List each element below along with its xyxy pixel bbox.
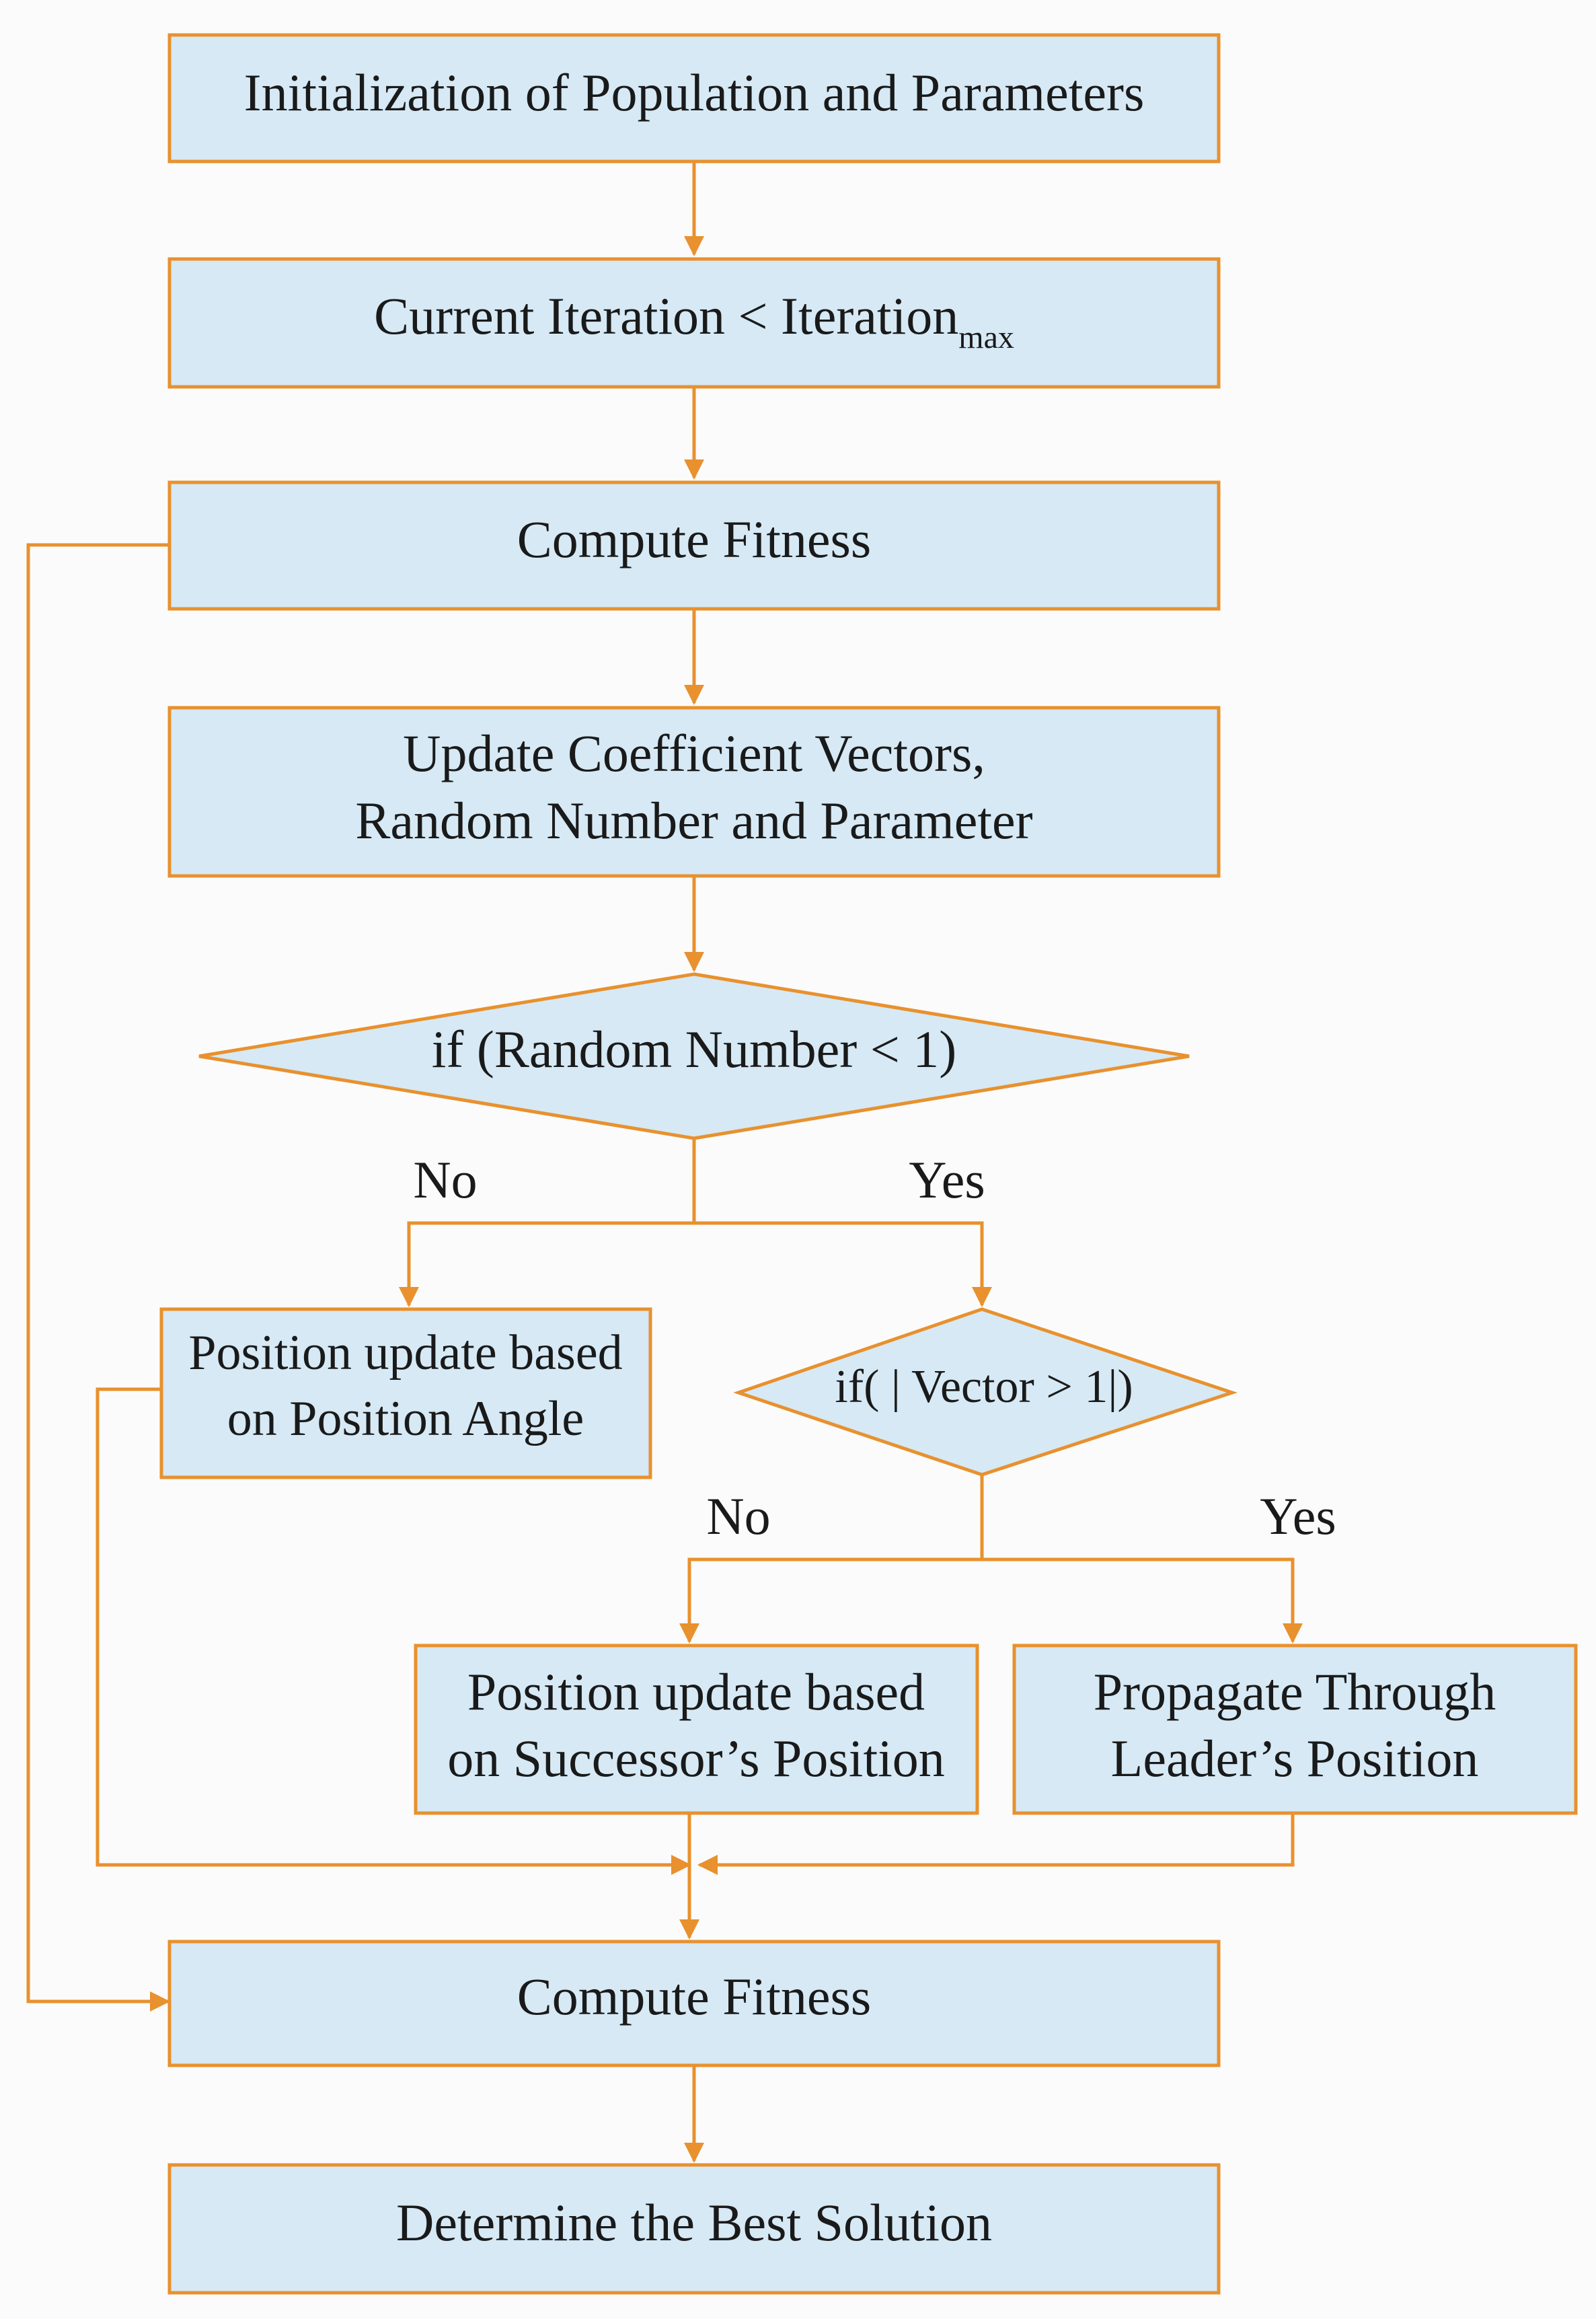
node-update-box — [167, 706, 1221, 878]
node-leader-line2: Leader’s Position — [1111, 1729, 1479, 1788]
edge-label-vector-yes: Yes — [1260, 1487, 1336, 1545]
node-init: Initialization of Population and Paramet… — [167, 33, 1221, 163]
node-decision-vector: if( | Vector > 1|) — [733, 1307, 1238, 1477]
node-successor-line2: on Successor’s Position — [447, 1729, 945, 1788]
node-init-label: Initialization of Population and Paramet… — [244, 63, 1145, 122]
arrow-leader-to-merge — [697, 1813, 1295, 1875]
node-angle-line1: Position update based — [188, 1325, 622, 1381]
node-iteration-box — [167, 257, 1221, 389]
node-decision-random-diamond — [198, 972, 1190, 1140]
node-update: Update Coefficient Vectors, Random Numbe… — [167, 706, 1221, 878]
node-successor-update: Position update based on Successor’s Pos… — [414, 1644, 979, 1815]
node-angle-line2: on Position Angle — [227, 1391, 584, 1446]
arrow-vector-yes-to-leader — [982, 1557, 1303, 1644]
node-angle-box — [159, 1307, 652, 1479]
edge-label-random-no: No — [413, 1150, 477, 1209]
node-best-label: Determine the Best Solution — [396, 2193, 992, 2252]
node-decision-vector-diamond — [733, 1307, 1238, 1477]
arrow-branch-no-to-angle — [399, 1221, 694, 1307]
node-decision-vector-label: if( | Vector > 1|) — [835, 1361, 1133, 1413]
edge-label-random-yes: Yes — [909, 1150, 985, 1209]
node-update-line2: Random Number and Parameter — [355, 791, 1032, 850]
arrow-vector-no-to-successor — [679, 1557, 982, 1644]
node-init-box — [167, 33, 1221, 163]
node-successor-line1: Position update based — [467, 1662, 925, 1721]
node-update-line1: Update Coefficient Vectors, — [403, 724, 985, 782]
node-leader-propagate: Propagate Through Leader’s Position — [1012, 1644, 1578, 1815]
node-decision-random-label: if (Random Number < 1) — [432, 1020, 957, 1078]
node-leader-box — [1012, 1644, 1578, 1815]
node-fitness2-box — [167, 1940, 1221, 2067]
node-leader-line1: Propagate Through — [1094, 1662, 1496, 1721]
arrow-fitness-loop — [26, 543, 170, 2012]
node-iteration-main: Current Iteration < Iteration — [374, 287, 958, 345]
arrow-branch-yes-to-vector — [694, 1221, 992, 1307]
node-fitness1-box — [167, 480, 1221, 611]
node-fitness1-label: Compute Fitness — [517, 510, 872, 568]
connectors — [26, 161, 1303, 2163]
node-best-box — [167, 2163, 1221, 2295]
node-compute-fitness-2: Compute Fitness — [167, 1940, 1221, 2067]
node-compute-fitness-1: Compute Fitness — [167, 480, 1221, 611]
node-successor-box — [414, 1644, 979, 1815]
edge-label-vector-no: No — [706, 1487, 770, 1545]
node-best-solution: Determine the Best Solution — [167, 2163, 1221, 2295]
node-iteration-check: Current Iteration < Iterationmax — [167, 257, 1221, 389]
node-iteration-label: Current Iteration < Iterationmax — [374, 287, 1014, 355]
node-decision-random: if (Random Number < 1) — [198, 972, 1190, 1140]
node-angle-update: Position update based on Position Angle — [159, 1307, 652, 1479]
arrow-angle-to-merge — [96, 1387, 691, 1875]
node-fitness2-label: Compute Fitness — [517, 1967, 872, 2026]
node-iteration-sub: max — [958, 320, 1014, 355]
